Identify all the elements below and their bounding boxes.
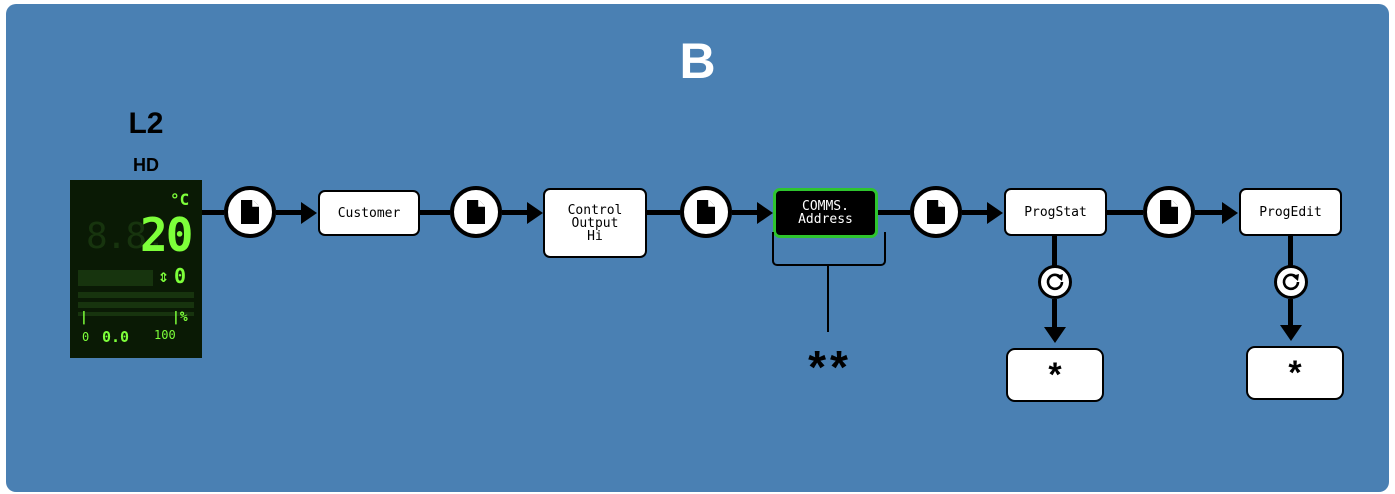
cycle-button[interactable] <box>1038 265 1072 299</box>
updown-icon: ⇕ <box>158 266 169 287</box>
connector <box>1052 236 1057 266</box>
connector <box>1052 299 1057 329</box>
process-value: 20 <box>140 208 193 262</box>
connector <box>202 210 224 215</box>
level-label: L2 <box>128 107 164 140</box>
connector <box>1288 236 1293 266</box>
bracket <box>772 232 886 266</box>
diagram-panel: B L2 HD <box>6 4 1389 492</box>
scale-min: 0 <box>82 330 90 344</box>
page-icon <box>697 200 715 224</box>
arrow-right-icon <box>301 202 317 224</box>
cycle-icon <box>1282 273 1300 291</box>
page-button[interactable] <box>680 186 732 238</box>
page-button[interactable] <box>224 186 276 238</box>
connector <box>502 210 530 215</box>
connector <box>420 210 450 215</box>
sub-parameter-box[interactable]: * <box>1246 346 1344 400</box>
cycle-button[interactable] <box>1274 265 1308 299</box>
param-customer[interactable]: Customer <box>318 190 420 236</box>
param-comms-address[interactable]: COMMS. Address <box>773 188 878 238</box>
connector <box>1107 210 1143 215</box>
scale-max: 100 <box>154 328 176 342</box>
page-button[interactable] <box>1143 186 1195 238</box>
scale-value: 0.0 <box>102 328 130 346</box>
footnote-marker: ** <box>808 341 852 393</box>
page-icon <box>1160 200 1178 224</box>
arrow-right-icon <box>757 202 773 224</box>
page-button[interactable] <box>910 186 962 238</box>
arrow-right-icon <box>527 202 543 224</box>
page-button[interactable] <box>450 186 502 238</box>
page-icon <box>927 200 945 224</box>
secondary-value: 0 <box>174 264 187 288</box>
connector <box>1288 299 1293 327</box>
ghost-digits: 8.8. <box>86 216 167 257</box>
sub-parameter-box[interactable]: * <box>1006 348 1104 402</box>
connector <box>647 210 680 215</box>
diagram-title: B <box>679 33 716 89</box>
controller-display: °C 8.8. 20 ⇕ 0 | |% 0 0.0 100 <box>70 180 202 358</box>
param-progedit[interactable]: ProgEdit <box>1239 188 1342 236</box>
arrow-right-icon <box>987 202 1003 224</box>
arrow-down-icon <box>1044 327 1066 343</box>
arrow-down-icon <box>1280 325 1302 341</box>
cycle-icon <box>1046 273 1064 291</box>
connector <box>962 210 990 215</box>
connector <box>276 210 304 215</box>
page-icon <box>241 200 259 224</box>
percent-label: |% <box>172 310 188 325</box>
page-icon <box>467 200 485 224</box>
arrow-right-icon <box>1222 202 1238 224</box>
segment-bars <box>78 270 194 316</box>
bracket-stem <box>827 266 829 332</box>
level-sub-label: HD <box>133 155 159 175</box>
connector <box>878 210 910 215</box>
unit-label: °C <box>170 190 190 209</box>
connector <box>732 210 760 215</box>
param-control-output-hi[interactable]: Control Output Hi <box>543 188 647 258</box>
param-progstat[interactable]: ProgStat <box>1004 188 1107 236</box>
connector <box>1195 210 1225 215</box>
left-marker: | <box>80 310 88 325</box>
